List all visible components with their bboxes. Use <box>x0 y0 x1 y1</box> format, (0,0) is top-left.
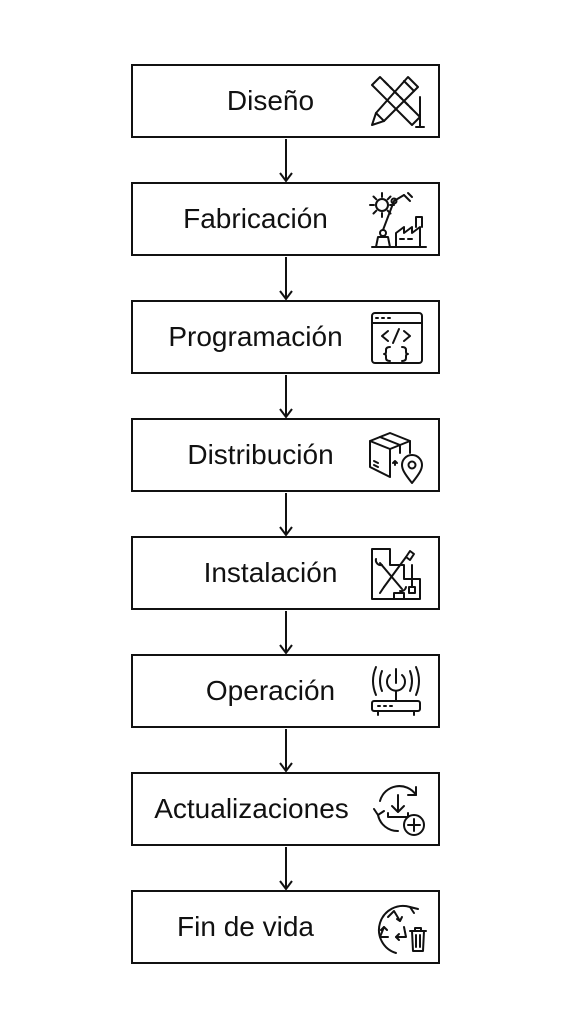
step-programacion: Programación <box>131 300 440 374</box>
step-label: Programación <box>168 321 343 352</box>
step-operacion: Operación <box>131 654 440 728</box>
code-window-icon <box>364 307 428 369</box>
step-label: Distribución <box>187 439 334 470</box>
step-instalacion: Instalación <box>131 536 440 610</box>
step-label: Diseño <box>226 85 315 116</box>
flow-arrow <box>278 139 294 183</box>
flow-arrow <box>278 729 294 773</box>
step-label: Fabricación <box>183 203 328 234</box>
package-location-icon <box>364 425 428 487</box>
step-distribucion: Distribución <box>131 418 440 492</box>
recycle-trash-icon <box>366 897 430 959</box>
step-fabricacion: Fabricación <box>131 182 440 256</box>
step-label: Fin de vida <box>177 911 314 942</box>
flow-arrow <box>278 847 294 891</box>
flow-arrow <box>278 611 294 655</box>
factory-robot-arm-icon <box>366 189 430 251</box>
step-label: Actualizaciones <box>154 793 349 824</box>
step-label: Operación <box>205 675 336 706</box>
step-actualizaciones: Actualizaciones <box>131 772 440 846</box>
step-diseno: Diseño <box>131 64 440 138</box>
flow-arrow <box>278 257 294 301</box>
wrench-screwdriver-icon <box>364 543 428 605</box>
step-fin-de-vida: Fin de vida <box>131 890 440 964</box>
pencil-ruler-icon <box>364 71 428 133</box>
wifi-router-power-icon <box>364 661 428 723</box>
flow-arrow <box>278 375 294 419</box>
download-update-add-icon <box>368 779 432 841</box>
step-label: Instalación <box>203 557 338 588</box>
flow-arrow <box>278 493 294 537</box>
